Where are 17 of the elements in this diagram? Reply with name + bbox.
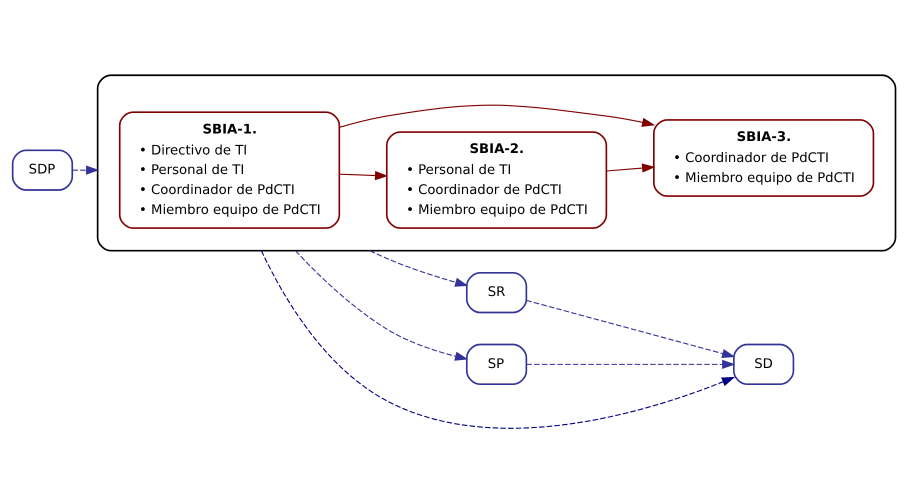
node-box: SBIA-3. • Coordinador de PdCTI • Miembro equipo de PdCTI [653, 118, 874, 196]
arrow [72, 165, 100, 174]
cluster [96, 74, 896, 252]
arrow [295, 250, 468, 360]
arrow [526, 299, 736, 358]
arrow [339, 170, 388, 180]
arrow [339, 104, 656, 128]
node-box: SD [733, 343, 794, 385]
arrow [606, 162, 656, 172]
arrow [370, 250, 468, 286]
arrow [526, 359, 736, 369]
arrow [260, 250, 736, 428]
node-box: SR [466, 271, 528, 313]
node-box: SP [466, 343, 528, 385]
node-box: SBIA-1. • Directivo de TI • Personal de TI • Coordinador de PdCTI • Miembro equipo de PdCTI [118, 110, 340, 228]
node-box: SDP [12, 148, 74, 190]
node-box: SBIA-2. • Personal de TI • Coordinador de PdCTI • Miembro equipo de PdCTI [386, 130, 608, 228]
